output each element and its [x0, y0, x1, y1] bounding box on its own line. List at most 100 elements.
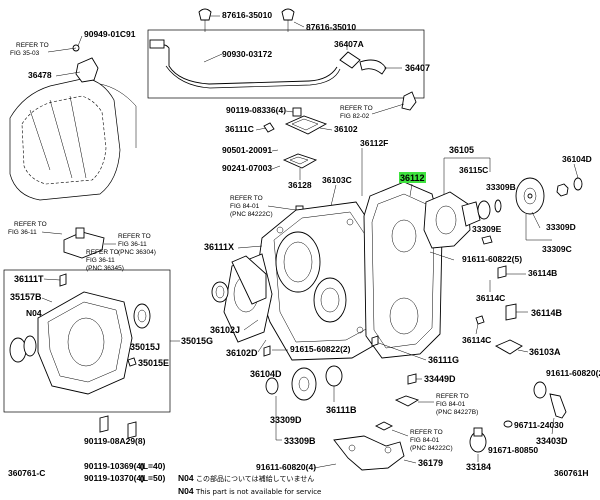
note-jp-tag: N04 — [178, 473, 194, 483]
part-36104d-label[interactable]: 36104D — [562, 154, 592, 164]
gasket-icon — [9, 335, 37, 363]
refer-fig-36-11-link[interactable]: FIG 36-11 — [86, 257, 115, 264]
refer-to-label: REFER TO — [410, 429, 443, 436]
part-33309d-label[interactable]: 33309D — [270, 415, 302, 425]
part-33449d-label[interactable]: 33449D — [424, 374, 456, 384]
part-36478-label[interactable]: 36478 — [28, 70, 52, 80]
cover-plate-icon — [284, 115, 328, 135]
refer-to-label: REFER TO — [118, 233, 151, 240]
part-36407a-label[interactable]: 36407A — [334, 39, 364, 49]
part-36105-label[interactable]: 36105 — [449, 145, 474, 155]
part-91615-60822-label[interactable]: 91615-60822(2) — [290, 344, 351, 354]
figure-code-right: 360761H — [554, 468, 589, 478]
part-90949-01c91-label[interactable]: 90949-01C91 — [84, 29, 136, 39]
plug-icon — [475, 315, 485, 325]
refer-fig-84-01-link[interactable]: FIG 84-01 — [436, 401, 466, 408]
refer-to-label: REFER TO — [16, 42, 49, 49]
part-36103c-label[interactable]: 36103C — [322, 175, 352, 185]
part-36111g-label[interactable]: 36111G — [428, 355, 459, 365]
part-33309b-label[interactable]: 33309B — [284, 436, 316, 446]
part-36128-label[interactable]: 36128 — [288, 180, 312, 190]
part-35157b-label[interactable]: 35157B — [10, 292, 42, 302]
part-35015j-label[interactable]: 35015J — [130, 342, 160, 352]
part-90119-10370-label[interactable]: 90119-10370(4) — [84, 473, 144, 483]
part-36114c-label[interactable]: 36114C — [476, 293, 505, 303]
washer-icon — [494, 199, 502, 213]
note-en-tag: N04 — [178, 486, 194, 496]
clip-icon — [281, 8, 295, 21]
part-91671-80850-label[interactable]: 91671-80850 — [488, 445, 538, 455]
part-87616-35010-label[interactable]: 87616-35010 — [222, 10, 272, 20]
part-33309d-label[interactable]: 33309D — [546, 222, 576, 232]
sensor-icon — [374, 421, 394, 431]
rear-case-icon — [363, 181, 443, 359]
part-36112-label[interactable]: 36112 — [400, 173, 425, 183]
refer-fig-36-11-link[interactable]: FIG 36-11 — [118, 241, 147, 248]
part-90241-07003-label[interactable]: 90241-07003 — [222, 163, 272, 173]
pnc-label: (PNC 36304) — [118, 249, 156, 256]
bolt-icon — [127, 421, 137, 439]
length-qualifier: (L=50) — [140, 473, 165, 483]
transmission-outline-icon — [9, 77, 137, 201]
plug-icon — [481, 235, 493, 245]
part-35015g-label[interactable]: 35015G — [181, 336, 213, 346]
part-33309b-label[interactable]: 33309B — [486, 182, 516, 192]
oil-seal-icon — [211, 281, 229, 303]
bracket-icon — [72, 44, 99, 83]
shift-lever-retainer-icon — [63, 227, 105, 259]
part-36111c-label[interactable]: 36111C — [225, 124, 254, 134]
note-jp-text: この部品については補給していません — [196, 474, 314, 483]
part-36114c-label[interactable]: 36114C — [462, 335, 491, 345]
part-36179-label[interactable]: 36179 — [418, 458, 443, 468]
part-36111b-label[interactable]: 36111B — [326, 405, 357, 415]
note-en-text: This part is not available for service — [195, 488, 321, 496]
part-36111x-label[interactable]: 36111X — [204, 242, 234, 252]
part-33403d-label[interactable]: 33403D — [536, 436, 568, 446]
part-36115c-label[interactable]: 36115C — [459, 165, 488, 175]
clip-icon — [198, 8, 212, 21]
refer-fig-84-01-link[interactable]: FIG 84-01 — [410, 437, 440, 444]
part-36102j-label[interactable]: 36102J — [210, 325, 240, 335]
refer-fig-35-03-link[interactable]: FIG 35-03 — [10, 50, 40, 57]
part-90930-03172-label[interactable]: 90930-03172 — [222, 49, 272, 59]
pnc-label: (PNC 84222C) — [410, 445, 453, 452]
gasket-icon — [231, 255, 267, 305]
bracket-icon — [401, 91, 417, 111]
part-35015e-label[interactable]: 35015E — [138, 358, 169, 368]
part-90119-08336-label[interactable]: 90119-08336(4) — [226, 105, 286, 115]
refer-fig-84-01-link[interactable]: FIG 84-01 — [230, 203, 260, 210]
part-91611-60820-label[interactable]: 91611-60820(2) — [546, 368, 600, 378]
part-36103a-label[interactable]: 36103A — [529, 347, 561, 357]
plug-icon — [469, 427, 487, 453]
bolt-icon — [263, 345, 271, 357]
nut-icon — [325, 365, 343, 387]
part-90119-10369-label[interactable]: 90119-10369(4) — [84, 461, 144, 471]
flange-icon — [291, 367, 317, 401]
part-36114b-label[interactable]: 36114B — [528, 268, 557, 278]
part-36102-label[interactable]: 36102 — [334, 124, 358, 134]
refer-to-label: REFER TO — [86, 249, 119, 256]
o-ring-icon — [503, 420, 513, 428]
refer-to-label: REFER TO — [436, 393, 469, 400]
part-91611-60820-label[interactable]: 91611-60820(4) — [256, 462, 316, 472]
cover-icon — [494, 339, 523, 355]
part-36407-label[interactable]: 36407 — [405, 63, 430, 73]
part-90501-20091-label[interactable]: 90501-20091 — [222, 145, 272, 155]
part-91611-60822-label[interactable]: 91611-60822(5) — [462, 254, 522, 264]
refer-fig-82-02-link[interactable]: FIG 82-02 — [340, 113, 370, 120]
part-36104d-label[interactable]: 36104D — [250, 369, 282, 379]
part-90119-08a29-label[interactable]: 90119-08A29(8) — [84, 436, 146, 446]
part-36111t-label[interactable]: 36111T — [14, 274, 44, 284]
part-36114b-label[interactable]: 36114B — [531, 308, 563, 318]
flange-icon — [515, 177, 545, 215]
refer-fig-36-11-link[interactable]: FIG 36-11 — [8, 229, 37, 236]
part-33184-label[interactable]: 33184 — [466, 462, 491, 472]
part-36112f-label[interactable]: 36112F — [360, 138, 388, 148]
part-36102d-label[interactable]: 36102D — [226, 348, 258, 358]
transfer-case-icon — [255, 201, 381, 361]
part-33309e-label[interactable]: 33309E — [472, 224, 502, 234]
part-n04-label[interactable]: N04 — [26, 308, 42, 318]
part-87616-35010-label[interactable]: 87616-35010 — [306, 22, 356, 32]
part-33309c-label[interactable]: 33309C — [542, 244, 572, 254]
part-96711-24030-label[interactable]: 96711-24030 — [514, 420, 564, 430]
